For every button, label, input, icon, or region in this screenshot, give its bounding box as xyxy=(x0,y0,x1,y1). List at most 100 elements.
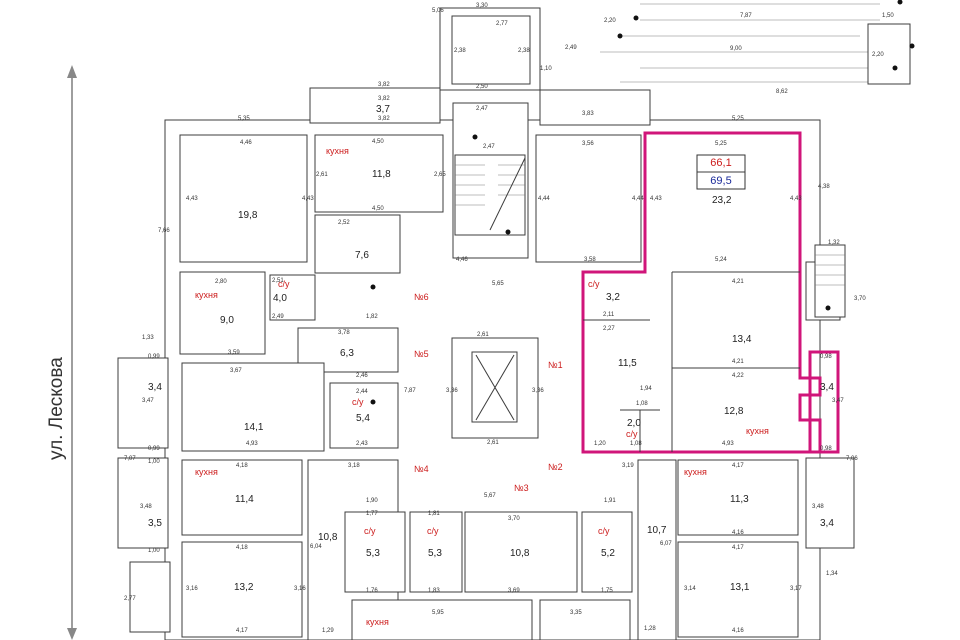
area: 3,5 xyxy=(148,518,162,529)
dim: 6,04 xyxy=(310,544,322,550)
dim: 1,77 xyxy=(366,511,378,517)
dim: 4,43 xyxy=(302,196,314,202)
area: 6,3 xyxy=(340,348,354,359)
top-right-dimension-lines: 7,87 1,50 9,00 8,62 2,49 2,20 2,20 1,10 xyxy=(540,0,915,95)
rooms xyxy=(117,102,855,640)
dim: 3,70 xyxy=(854,296,866,302)
right-stair xyxy=(814,244,846,318)
kitchen-label: кухня xyxy=(684,467,707,477)
dim: 4,43 xyxy=(790,196,802,202)
area: 3,4 xyxy=(148,382,162,393)
kitchen-label: кухня xyxy=(326,146,349,156)
dim: 3,36 xyxy=(532,388,544,394)
dim: 4,21 xyxy=(732,279,744,285)
apartment-outline xyxy=(581,131,822,454)
riser-dot xyxy=(633,15,639,21)
dim: 2,44 xyxy=(356,389,368,395)
entrance-block: 3,30 2,77 5,06 2,38 2,38 2,50 xyxy=(432,3,541,91)
riser-dot xyxy=(897,0,903,5)
dim: 3,30 xyxy=(476,3,488,9)
dim: 4,18 xyxy=(236,463,248,469)
dim: 1,29 xyxy=(322,628,334,634)
dim: 1,81 xyxy=(428,511,440,517)
riser-dots xyxy=(370,134,511,405)
riser-dot xyxy=(825,305,831,311)
area: 11,3 xyxy=(730,494,749,505)
area: 5,2 xyxy=(601,548,615,559)
dim: 4,93 xyxy=(722,441,734,447)
apartment-number: №6 xyxy=(414,292,429,302)
area: 5,4 xyxy=(356,413,370,424)
area: 13,2 xyxy=(234,582,254,593)
bath-label: с/у xyxy=(588,279,600,289)
dim: 9,00 xyxy=(730,46,742,52)
room-type-labels: кухня кухня с/у с/у кухня с/у с/у с/у ку… xyxy=(195,146,769,627)
dim: 1,00 xyxy=(148,548,160,554)
dim: 2,47 xyxy=(476,106,488,112)
dim: 1,75 xyxy=(601,588,613,594)
dim: 4,50 xyxy=(372,206,384,212)
dim: 1,82 xyxy=(366,314,378,320)
dim: 4,17 xyxy=(732,545,744,551)
dim: 2,77 xyxy=(124,596,136,602)
dim: 2,50 xyxy=(476,84,488,90)
apartment-number: №3 xyxy=(514,483,529,493)
dim: 2,49 xyxy=(565,45,577,51)
dim: 2,80 xyxy=(215,279,227,285)
dim: 3,47 xyxy=(142,398,154,404)
dim: 1,08 xyxy=(630,441,642,447)
area: 23,2 xyxy=(712,195,732,206)
riser-dot xyxy=(909,43,915,49)
dim: 3,70 xyxy=(508,516,520,522)
dim: 3,47 xyxy=(832,398,844,404)
dim: 7,07 xyxy=(124,456,136,462)
area: 4,0 xyxy=(273,293,287,304)
dim: 3,56 xyxy=(582,141,594,147)
dim: 5,25 xyxy=(732,116,744,122)
area: 10,8 xyxy=(318,532,338,543)
dim: 7,06 xyxy=(846,456,858,462)
dim: 2,38 xyxy=(518,48,530,54)
riser-dot xyxy=(617,33,623,39)
dim: 5,67 xyxy=(484,493,496,499)
dim: 3,78 xyxy=(338,330,350,336)
dim: 3,82 xyxy=(378,96,390,102)
dim: 2,77 xyxy=(496,21,508,27)
dim: 5,06 xyxy=(432,8,444,14)
dim: 1,94 xyxy=(640,386,652,392)
dim: 2,61 xyxy=(487,440,499,446)
dim: 4,16 xyxy=(732,628,744,634)
dim: 2,49 xyxy=(272,314,284,320)
dim: 2,61 xyxy=(477,332,489,338)
street-label: ул. Лескова xyxy=(46,65,77,640)
riser-dot xyxy=(892,65,898,71)
riser-dot xyxy=(505,229,511,235)
area: 2,0 xyxy=(627,418,641,429)
dim: 2,61 xyxy=(316,172,328,178)
riser-dot xyxy=(370,284,376,290)
dim: 1,08 xyxy=(636,401,648,407)
area: 7,6 xyxy=(355,250,369,261)
apartment-number: №5 xyxy=(414,349,429,359)
dim: 4,22 xyxy=(732,373,744,379)
dim: 1,32 xyxy=(828,240,840,246)
dim: 8,62 xyxy=(776,89,788,95)
area: 13,4 xyxy=(732,334,752,345)
area: 11,5 xyxy=(618,358,637,369)
dim: 4,46 xyxy=(240,140,252,146)
dim: 3,67 xyxy=(230,368,242,374)
elevator xyxy=(475,354,515,421)
dim: 2,65 xyxy=(434,172,446,178)
dim: 3,48 xyxy=(140,504,152,510)
area-labels: 3,7 11,8 19,8 7,6 23,2 3,2 13,4 11,5 12,… xyxy=(148,104,834,593)
dim: 1,76 xyxy=(366,588,378,594)
dim: 3,82 xyxy=(378,82,390,88)
area: 11,4 xyxy=(235,494,254,505)
area: 11,8 xyxy=(372,169,391,180)
dim: 1,83 xyxy=(428,588,440,594)
dim: 5,65 xyxy=(492,281,504,287)
bath-label: с/у xyxy=(278,279,290,289)
apartment-number: №1 xyxy=(548,360,563,370)
dim: 1,33 xyxy=(142,335,154,341)
